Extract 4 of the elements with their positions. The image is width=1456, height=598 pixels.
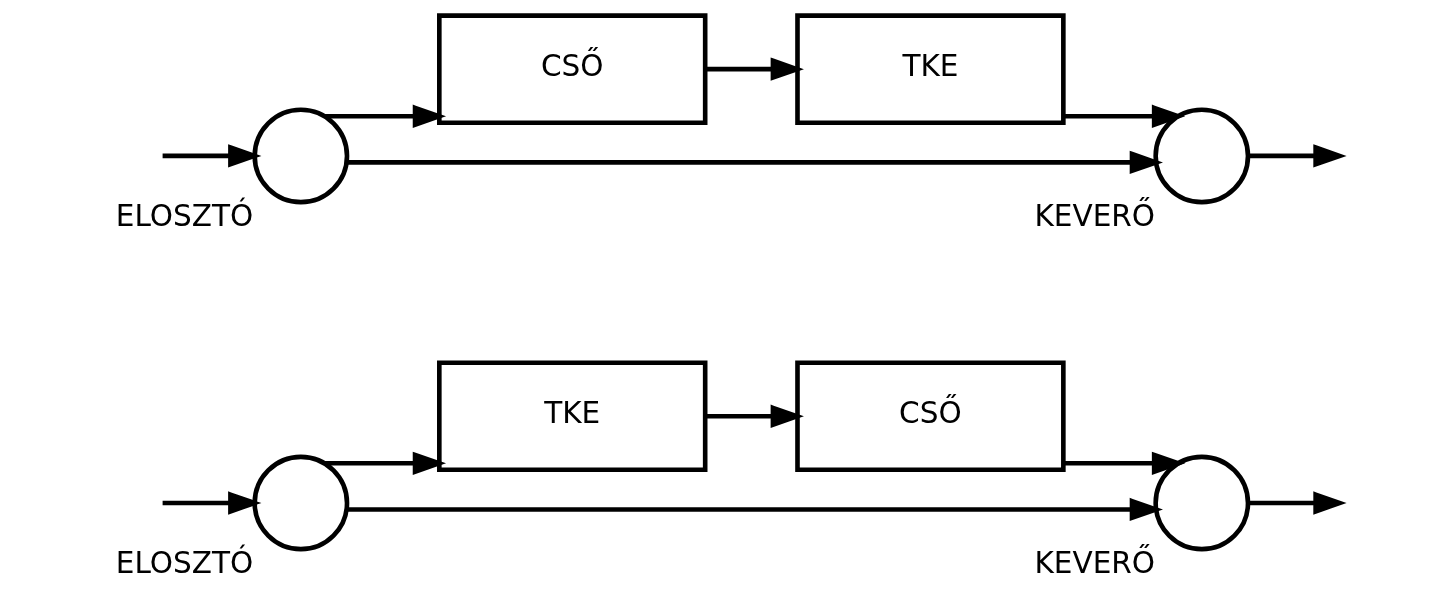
node-label: KEVERŐ — [1034, 198, 1156, 233]
node-label: ELOSZTÓ — [115, 545, 254, 580]
node-label: ELOSZTÓ — [115, 198, 254, 233]
node-label: KEVERŐ — [1034, 545, 1156, 580]
